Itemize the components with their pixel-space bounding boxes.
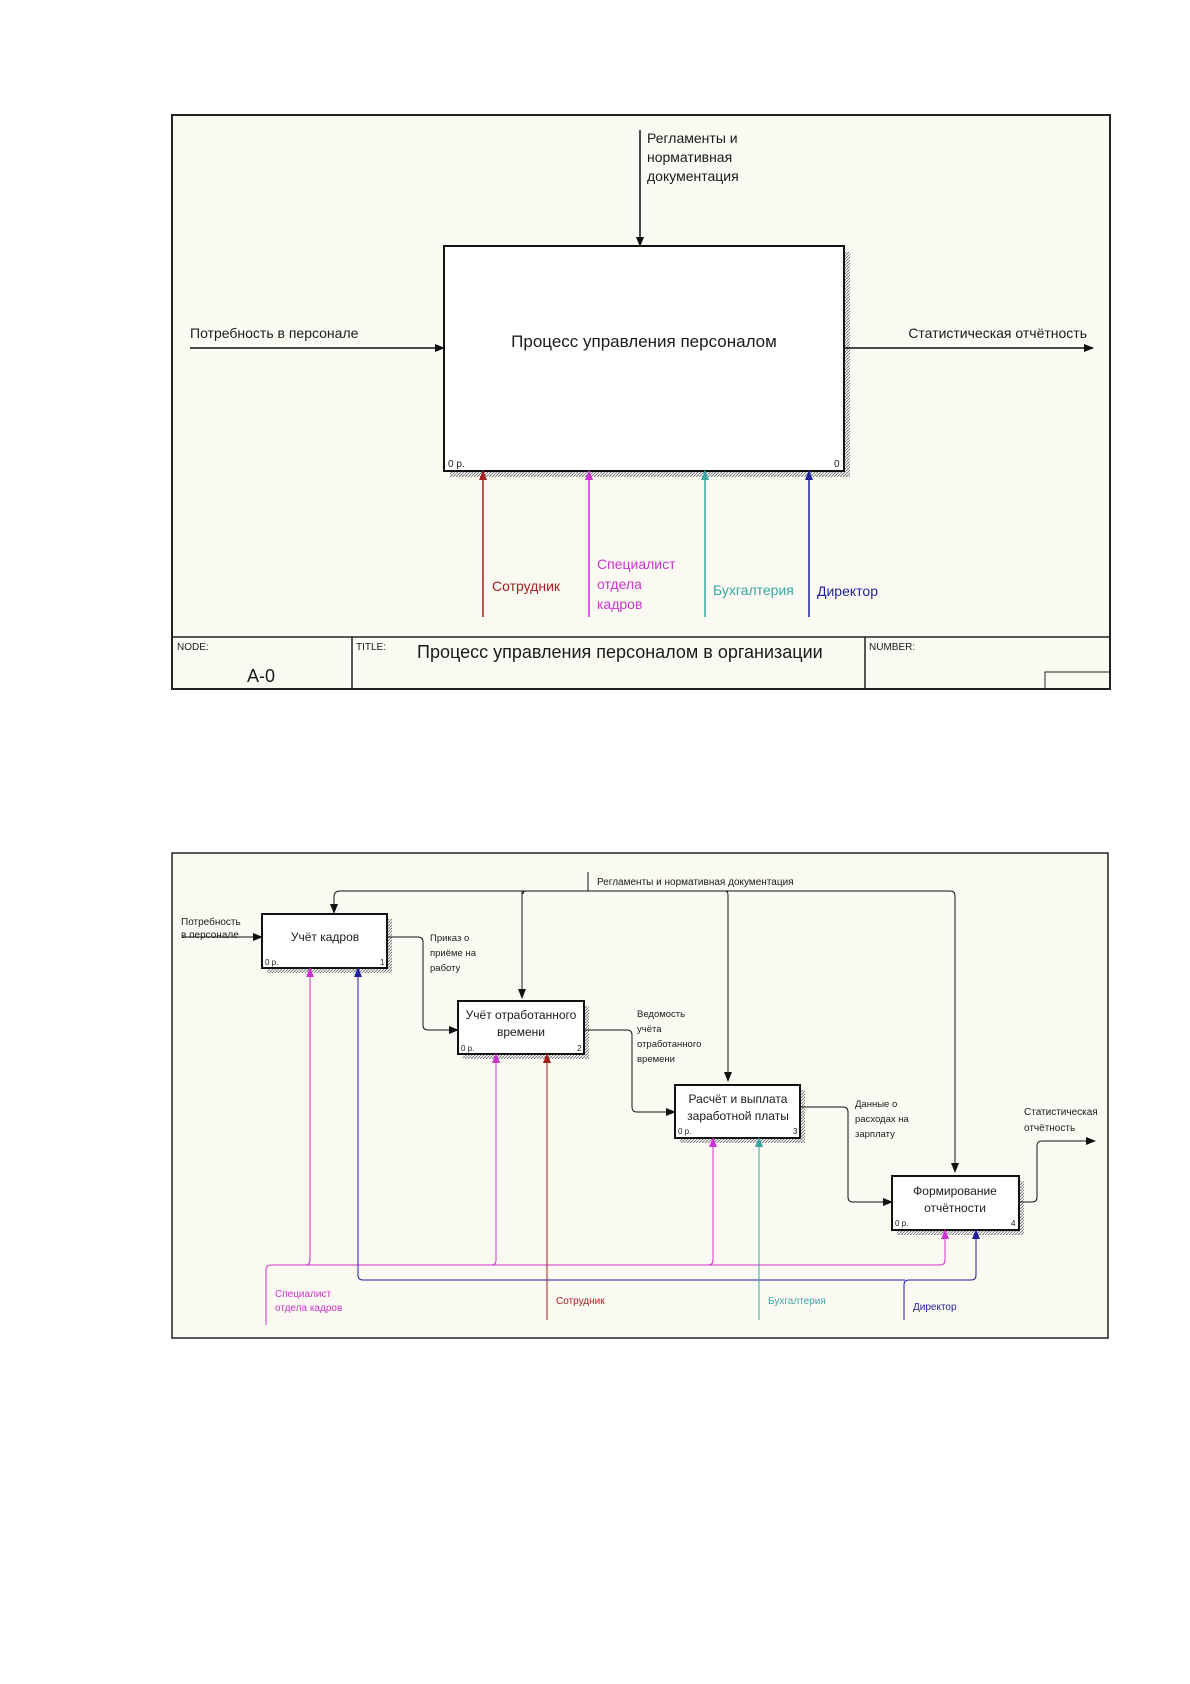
- flow-expenses-label-3: зарплату: [855, 1129, 895, 1140]
- flow-sheet: [584, 1029, 676, 1116]
- mechanism-hr-to-box1: [304, 967, 314, 1266]
- box3-label-1: Расчёт и выплата: [689, 1092, 788, 1106]
- mechanism-hr-to-box3: [707, 1137, 717, 1266]
- title-label: TITLE:: [356, 642, 386, 653]
- flow-order-label-3: работу: [430, 963, 461, 974]
- input-label-2b: в персонале: [181, 930, 239, 941]
- box-uchet-kadrov: [261, 913, 388, 969]
- number-label: NUMBER:: [869, 642, 915, 653]
- main-box-number: 0: [834, 459, 840, 470]
- control-label: Регламенты и нормативная документация: [597, 877, 794, 888]
- flow-expenses-label-2: расходах на: [855, 1114, 909, 1125]
- flow-expenses: [800, 1106, 893, 1206]
- box4-cost: 0 р.: [895, 1219, 908, 1228]
- box4-num: 4: [1011, 1219, 1016, 1228]
- box-uchet-vremeni: [457, 1000, 585, 1055]
- control-to-box2: [522, 890, 526, 998]
- mechanism-hr-label-1: Специалист: [597, 556, 676, 572]
- mechanism-hr-label-2a: Специалист: [275, 1289, 331, 1300]
- flow-sheet-label-3: отработанного: [637, 1039, 701, 1050]
- box2-cost: 0 р.: [461, 1044, 474, 1053]
- mechanism-accounting-label: Бухгалтерия: [713, 582, 794, 598]
- flow-order: [387, 936, 459, 1034]
- main-process-label: Процесс управления персоналом: [511, 332, 777, 351]
- input-label: Потребность в персонале: [190, 325, 359, 341]
- main-box-cost: 0 р.: [448, 459, 465, 470]
- mechanism-hr-to-box2: [490, 1053, 500, 1266]
- mechanism-director-line: [903, 1229, 980, 1320]
- flow-order-label-1: Приказ о: [430, 933, 469, 944]
- mechanism-employee-label-2: Сотрудник: [556, 1296, 605, 1307]
- control-to-box4: [725, 890, 959, 1173]
- box4-label-1: Формирование: [913, 1184, 997, 1198]
- control-label-2: нормативная: [647, 149, 732, 165]
- box-raschet-zarplaty: [674, 1084, 801, 1139]
- flow-sheet-label-2: учёта: [637, 1024, 662, 1035]
- box3-cost: 0 р.: [678, 1127, 691, 1136]
- flow-sheet-label-1: Ведомость: [637, 1009, 685, 1020]
- number-cell-box: [1044, 671, 1111, 690]
- box1-cost: 0 р.: [265, 958, 278, 967]
- mechanism-hr-bus: [265, 1259, 946, 1325]
- control-label-1: Регламенты и: [647, 130, 738, 146]
- main-process-box: [443, 245, 845, 472]
- output-label-2b: отчётность: [1024, 1123, 1075, 1134]
- mechanism-accounting-label-2: Бухгалтерия: [768, 1296, 826, 1307]
- mechanism-hr-label-2b: отдела кадров: [275, 1303, 342, 1314]
- mechanism-director-label: Директор: [817, 583, 878, 599]
- diagram-title: Процесс управления персоналом в организа…: [417, 642, 823, 662]
- flow-order-label-2: приёме на: [430, 948, 477, 959]
- mechanism-director-label-2: Директор: [913, 1302, 957, 1313]
- mechanism-hr-label-3: кадров: [597, 596, 642, 612]
- flow-sheet-label-4: времени: [637, 1054, 675, 1065]
- mechanism-employee-label: Сотрудник: [492, 578, 561, 594]
- control-to-box1: [330, 890, 588, 914]
- diagram-a0: NODE: A-0 TITLE: Процесс управления перс…: [171, 114, 1111, 690]
- box1-num: 1: [380, 958, 385, 967]
- box2-label-2: времени: [497, 1025, 545, 1039]
- node-label: NODE:: [177, 642, 209, 653]
- node-value: A-0: [247, 666, 275, 686]
- box4-label-2: отчётности: [924, 1201, 986, 1215]
- input-label-2a: Потребность: [181, 916, 241, 928]
- control-label-3: документация: [647, 168, 739, 184]
- box1-label: Учёт кадров: [291, 930, 359, 944]
- mechanism-director-to-box1: [354, 967, 905, 1281]
- box3-label-2: заработной платы: [687, 1109, 789, 1123]
- output-label: Статистическая отчётность: [908, 325, 1087, 341]
- box2-label-1: Учёт отработанного: [466, 1008, 577, 1022]
- output-arrow-2: [1019, 1137, 1096, 1203]
- box3-num: 3: [793, 1127, 798, 1136]
- mechanism-hr-label-2: отдела: [597, 576, 642, 592]
- output-label-2a: Статистическая: [1024, 1107, 1098, 1118]
- box2-num: 2: [577, 1044, 582, 1053]
- flow-expenses-label-1: Данные о: [855, 1099, 897, 1110]
- diagram-a0-decomposition: Регламенты и нормативная документация По…: [171, 852, 1109, 1339]
